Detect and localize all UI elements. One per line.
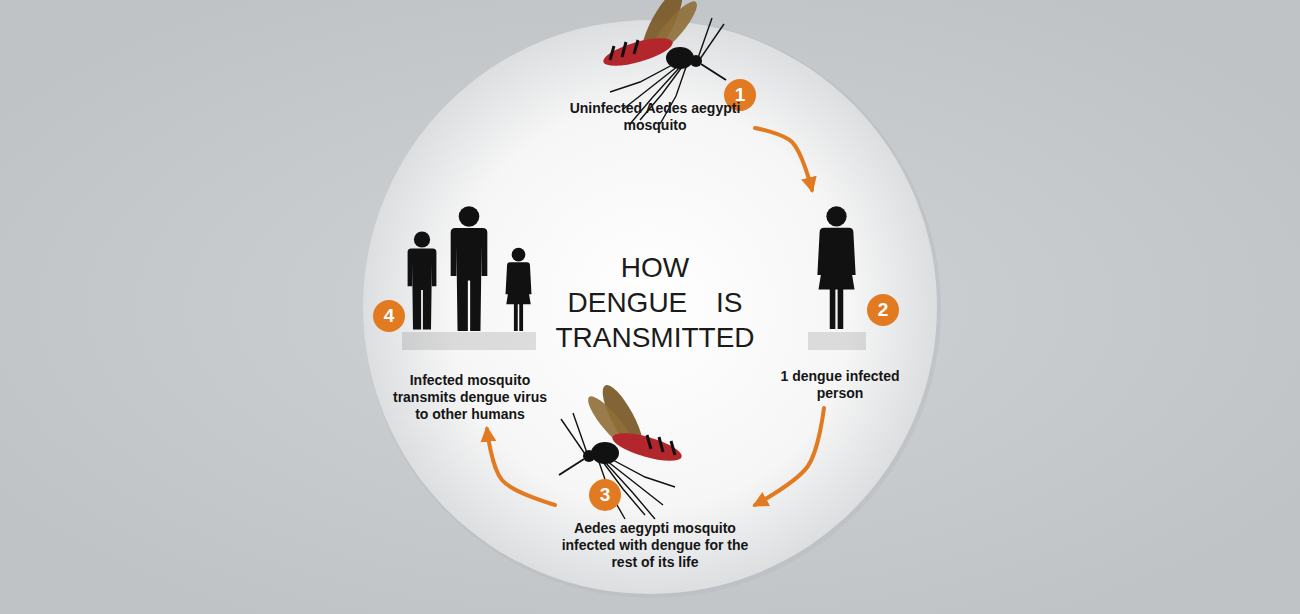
child-figure [408,231,437,329]
diagram-title: HOW DENGUE IS TRANSMITTED [550,250,760,355]
reflection [808,332,866,350]
step-caption: Infected mosquito transmits dengue virus… [385,372,555,423]
step-group: 4Infected mosquito transmits dengue viru… [380,195,560,429]
step-number: 4 [373,300,405,332]
girl-figure [506,248,532,331]
disc-shadow [363,20,941,598]
step-caption: Aedes aegypti mosquito infected with den… [560,520,750,571]
cycle-arrow [755,408,824,505]
step-number: 2 [867,294,899,326]
cycle-arrow [487,429,555,505]
infected-person [817,206,855,329]
infected-mosquito [559,380,684,519]
step-caption: 1 dengue infected person [770,368,910,402]
step-caption: Uninfected Aedes aegypti mosquito [557,100,753,134]
reflection [402,332,536,350]
white-disc [363,20,937,594]
cycle-arrow [755,128,812,190]
step-group: 3Aedes aegypti mosquito infected with de… [555,405,755,577]
step-group: 2 1 dengue infected person [765,190,915,408]
step-group: 1Uninfected Aedes aegypti mosquito [555,8,755,140]
step-number: 3 [589,479,621,511]
adult-figure [451,206,488,331]
